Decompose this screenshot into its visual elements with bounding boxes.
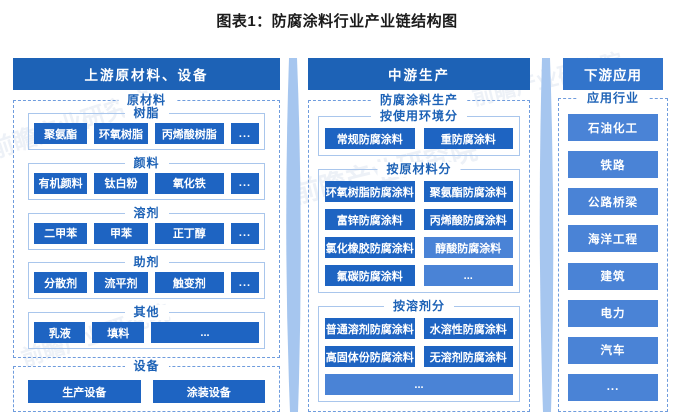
by-solvent-group: 按溶剂分 普通溶剂防腐涂料 水溶性防腐涂料 高固体份防腐涂料 无溶剂防腐涂料 .… [318,299,520,402]
pigment-group: 颜料 有机颜料 钛白粉 氧化铁 ... [28,155,265,200]
application-item-more: ... [568,373,658,401]
figure-title: 图表1：防腐涂料行业产业链结构图 [216,13,458,30]
product-item: 氟碳防腐涂料 [325,265,415,286]
solvent-group: 溶剂 二甲苯 甲苯 正丁醇 ... [28,205,265,250]
product-item: 富锌防腐涂料 [325,209,415,230]
product-item-more: ... [423,265,513,286]
equipment-section: 设备 生产设备 涂装设备 [13,359,280,412]
resin-row: 聚氨酯 环氧树脂 丙烯酸树脂 ... [34,123,259,144]
material-item: 有机颜料 [34,172,88,194]
column-separator [286,58,301,412]
material-item: 丙烯酸树脂 [154,123,224,144]
material-item: 触变剂 [154,272,224,294]
additive-row: 分散剂 流平剂 触变剂 ... [34,272,259,294]
other-materials-group: 其他 乳液 填料 ... [28,305,265,349]
material-item: 二甲苯 [34,222,88,244]
application-item: 公路桥梁 [568,188,658,216]
material-item: 环氧树脂 [94,123,148,144]
product-item: 重防腐涂料 [423,128,513,149]
equipment-item: 涂装设备 [152,380,265,403]
material-item: 填料 [92,322,144,343]
downstream-header: 下游应用 [563,58,663,90]
product-item: 氯化橡胶防腐涂料 [325,237,415,258]
application-item: 建筑 [568,262,658,290]
upstream-column: 上游原材料、设备 原材料 树脂 聚氨酯 环氧树脂 丙烯酸树脂 ... 颜料 有机… [13,58,280,412]
material-item: 聚氨酯 [34,123,88,144]
material-item: 钛白粉 [94,172,148,194]
by-raw-material-group: 按原材料分 环氧树脂防腐涂料 聚氨酯防腐涂料 富锌防腐涂料 丙烯酸防腐涂料 氯化… [318,162,520,293]
raw-materials-label: 原材料 [117,93,176,108]
additive-group: 助剂 分散剂 流平剂 触变剂 ... [28,255,265,300]
upstream-header: 上游原材料、设备 [13,58,280,90]
equipment-row: 生产设备 涂装设备 [28,380,265,403]
product-item: 环氧树脂防腐涂料 [325,181,415,202]
by-environment-label: 按使用环境分 [370,109,468,124]
additive-label: 助剂 [124,255,169,271]
material-item-more: ... [230,123,259,144]
application-item: 电力 [568,299,658,327]
solvent-label: 溶剂 [124,205,169,221]
product-item: 聚氨酯防腐涂料 [423,181,513,202]
application-item: 海洋工程 [568,225,658,253]
product-row: 高固体份防腐涂料 无溶剂防腐涂料 [325,346,513,367]
other-materials-label: 其他 [124,305,169,320]
product-item: 丙烯酸防腐涂料 [423,209,513,230]
product-item-more: ... [325,374,513,395]
product-row: 常规防腐涂料 重防腐涂料 [325,128,513,149]
product-row: 氯化橡胶防腐涂料 醇酸防腐涂料 [325,237,513,258]
midstream-column: 中游生产 防腐涂料生产 按使用环境分 常规防腐涂料 重防腐涂料 按原材料分 环氧… [308,58,530,412]
downstream-column: 下游应用 应用行业 石油化工 铁路 公路桥梁 海洋工程 建筑 电力 汽车 ... [558,58,668,412]
material-item: 正丁醇 [154,222,224,244]
product-row: ... [325,374,513,395]
by-raw-material-label: 按原材料分 [377,162,461,177]
material-item: 分散剂 [34,272,88,294]
product-item: 常规防腐涂料 [325,128,415,149]
solvent-row: 二甲苯 甲苯 正丁醇 ... [34,222,259,244]
by-environment-group: 按使用环境分 常规防腐涂料 重防腐涂料 [318,109,520,156]
material-item-more: ... [150,322,260,343]
application-item: 铁路 [568,151,658,179]
application-industry-label: 应用行业 [577,91,649,106]
material-item-more: ... [230,272,259,294]
application-item: 汽车 [568,336,658,364]
product-row: 氟碳防腐涂料 ... [325,265,513,286]
coating-production-section: 防腐涂料生产 按使用环境分 常规防腐涂料 重防腐涂料 按原材料分 环氧树脂防腐涂… [308,93,530,412]
product-row: 普通溶剂防腐涂料 水溶性防腐涂料 [325,318,513,339]
application-item: 石油化工 [568,114,658,141]
resin-label: 树脂 [124,106,169,121]
material-item-more: ... [230,222,259,244]
raw-materials-section: 原材料 树脂 聚氨酯 环氧树脂 丙烯酸树脂 ... 颜料 有机颜料 钛白粉 氧化… [13,93,280,358]
product-item: 普通溶剂防腐涂料 [325,318,415,339]
product-row: 环氧树脂防腐涂料 聚氨酯防腐涂料 [325,181,513,202]
column-separator [539,58,554,412]
product-item: 无溶剂防腐涂料 [423,346,513,367]
product-item: 高固体份防腐涂料 [325,346,415,367]
pigment-row: 有机颜料 钛白粉 氧化铁 ... [34,172,259,194]
material-item-more: ... [230,172,259,194]
product-item: 水溶性防腐涂料 [423,318,513,339]
material-item: 氧化铁 [154,172,224,194]
equipment-item: 生产设备 [28,380,141,403]
product-row: 富锌防腐涂料 丙烯酸防腐涂料 [325,209,513,230]
by-solvent-label: 按溶剂分 [383,299,455,314]
material-item: 甲苯 [94,222,148,244]
other-materials-row: 乳液 填料 ... [34,322,260,343]
coating-production-label: 防腐涂料生产 [370,93,468,108]
material-item: 流平剂 [94,272,148,294]
midstream-header: 中游生产 [308,58,530,90]
product-item: 醇酸防腐涂料 [423,237,513,258]
application-industry-section: 应用行业 石油化工 铁路 公路桥梁 海洋工程 建筑 电力 汽车 ... [558,91,668,412]
resin-group: 树脂 聚氨酯 环氧树脂 丙烯酸树脂 ... [28,106,265,150]
equipment-label: 设备 [124,359,169,374]
pigment-label: 颜料 [124,155,169,171]
material-item: 乳液 [34,322,86,343]
